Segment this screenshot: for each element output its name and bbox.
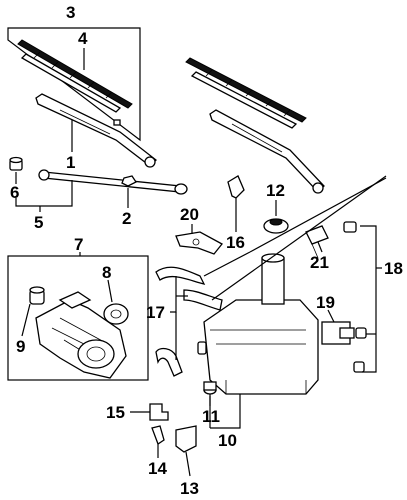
- motor-gear: [103, 303, 129, 325]
- wiper-arm-right: [209, 109, 325, 194]
- callout-9: 9: [16, 337, 25, 356]
- motor-kit-box: [7, 255, 149, 381]
- callout-4: 4: [78, 29, 88, 48]
- washer-nozzle: [227, 175, 245, 226]
- washer-pump: [321, 321, 355, 345]
- wiper-blade-right: [185, 57, 307, 129]
- callout-13: 13: [180, 479, 199, 498]
- callout-3: 3: [66, 3, 75, 22]
- washer-reservoir: [203, 253, 319, 395]
- callout-5: 5: [34, 213, 43, 232]
- motor-grommet: [29, 286, 45, 305]
- connector-small-a: [197, 341, 207, 355]
- washer-hose-middle: [183, 289, 223, 311]
- connector-small-c: [355, 327, 367, 339]
- callout-17: 17: [146, 303, 165, 322]
- callout-10: 10: [218, 431, 237, 450]
- callout-7: 7: [74, 235, 83, 254]
- callout-21: 21: [310, 253, 329, 272]
- hose-clamp-bracket: [175, 425, 197, 453]
- hose-elbow: [151, 425, 165, 445]
- blade-kit-box: [7, 27, 141, 142]
- callout-12: 12: [266, 181, 285, 200]
- wiper-arm-left: [35, 93, 157, 168]
- callout-6: 6: [10, 183, 19, 202]
- callout-1: 1: [66, 153, 75, 172]
- callout-11: 11: [202, 407, 220, 426]
- washer-hose-lower: [155, 347, 183, 377]
- wiper-blade-left: [17, 39, 133, 113]
- callout-19: 19: [316, 293, 335, 312]
- reservoir-cap: [263, 218, 289, 234]
- callout-20: 20: [180, 205, 199, 224]
- hose-bracket: [175, 231, 223, 255]
- callout-16: 16: [226, 233, 245, 252]
- reservoir-bracket: [305, 225, 329, 259]
- callout-18: 18: [384, 259, 403, 278]
- wiper-motor: [35, 291, 127, 379]
- pivot-nut: [121, 175, 137, 187]
- connector-small-b: [343, 221, 357, 233]
- callout-14: 14: [148, 459, 167, 478]
- callout-2: 2: [122, 209, 131, 228]
- connector-small-d: [353, 361, 365, 373]
- callout-15: 15: [106, 403, 125, 422]
- hose-joint: [149, 403, 169, 421]
- pivot-bushing: [9, 156, 23, 171]
- washer-hose-upper: [155, 266, 206, 285]
- leader-lines: [15, 48, 387, 477]
- pump-grommet: [203, 381, 217, 395]
- wiper-linkage-rod: [38, 169, 188, 195]
- callout-8: 8: [102, 263, 111, 282]
- blade-clip: [113, 119, 121, 126]
